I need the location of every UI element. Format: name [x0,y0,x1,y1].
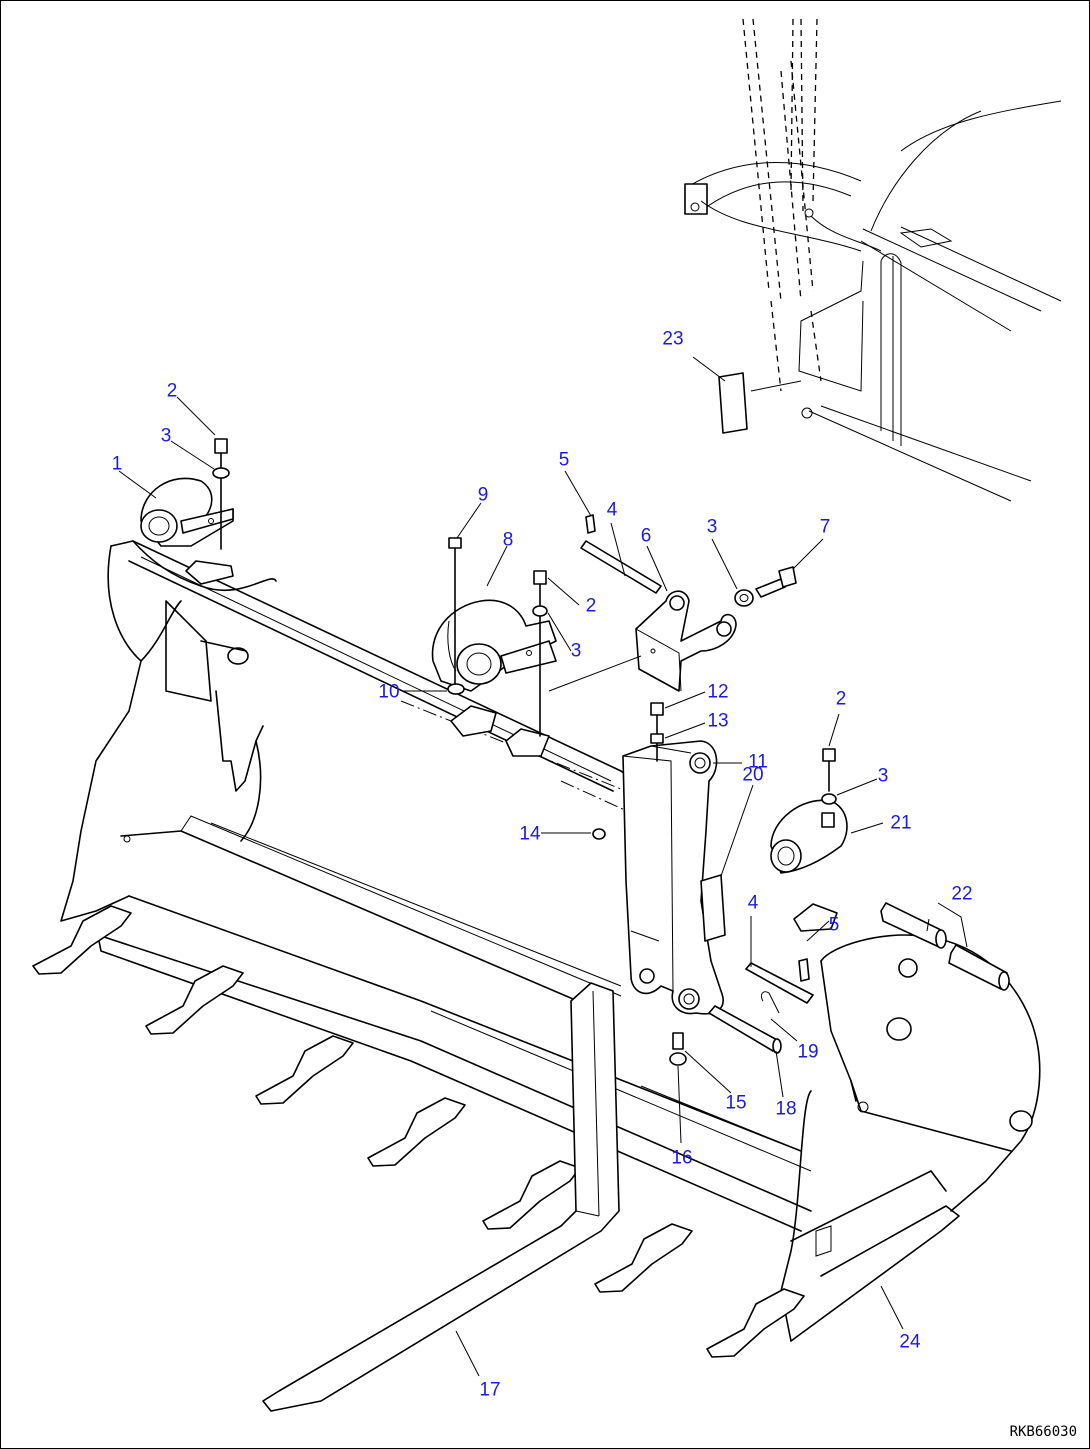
clip-5b [798,958,810,982]
nut-16 [669,1052,687,1066]
callout-7: 7 [819,516,831,538]
callout-14: 14 [519,823,541,845]
callout-23: 23 [662,328,684,350]
callout-4: 4 [747,892,759,914]
washer-3c [734,589,754,607]
callout-16: 16 [671,1147,693,1169]
bolt-15 [672,1032,684,1050]
callout-3: 3 [706,516,718,538]
clip-5a [585,514,596,534]
callout-19: 19 [797,1041,819,1063]
callout-22: 22 [951,883,973,905]
washer-14 [592,828,606,840]
bolt-2a [214,438,228,454]
callout-17: 17 [479,1379,501,1401]
bracket-21 [770,799,848,874]
callout-3: 3 [160,425,172,447]
callout-20: 20 [742,764,764,786]
callout-4: 4 [606,499,618,521]
drawing-code: RKB66030 [1009,1424,1077,1440]
callout-3: 3 [877,765,889,787]
bolt-2b [533,570,547,585]
arm-11 [622,740,724,1015]
bracket-1 [140,477,234,547]
nut-13 [650,733,664,744]
callout-2: 2 [835,688,847,710]
callout-18: 18 [775,1098,797,1120]
fork-tine-17 [262,982,620,1412]
washer-3d [821,793,837,805]
machine-outline [684,18,1062,502]
callout-5: 5 [828,914,840,936]
washer-3b [532,605,548,617]
callout-24: 24 [899,1331,921,1353]
bucket-teeth [32,905,805,1358]
leader-lines [118,356,968,1377]
callout-8: 8 [502,529,514,551]
callout-12: 12 [707,681,729,703]
nut-10 [447,683,465,695]
bracket-6 [635,590,737,692]
callout-5: 5 [558,449,570,471]
pin-18 [708,1005,780,1052]
callout-2: 2 [166,380,178,402]
callout-1: 1 [111,453,123,475]
bracket-8 [431,599,557,692]
callout-2: 2 [585,595,597,617]
pin-22a [880,902,944,948]
decal-23 [718,372,748,434]
decal-20 [700,874,726,942]
callout-9: 9 [477,484,489,506]
bolt-7 [755,578,786,598]
callout-15: 15 [725,1092,747,1114]
pin-4a [580,540,662,594]
callout-11: 11 [748,751,768,773]
bolt-12 [650,702,664,716]
callout-3: 3 [570,640,582,662]
callout-21: 21 [890,812,912,834]
pin-4b [745,962,814,1004]
washer-3a [212,467,230,479]
callout-6: 6 [640,525,652,547]
bolt-9 [448,537,462,549]
cotter-19 [760,991,780,1014]
bolt-2c [821,812,835,828]
callout-13: 13 [707,710,729,732]
callout-10: 10 [378,681,400,703]
